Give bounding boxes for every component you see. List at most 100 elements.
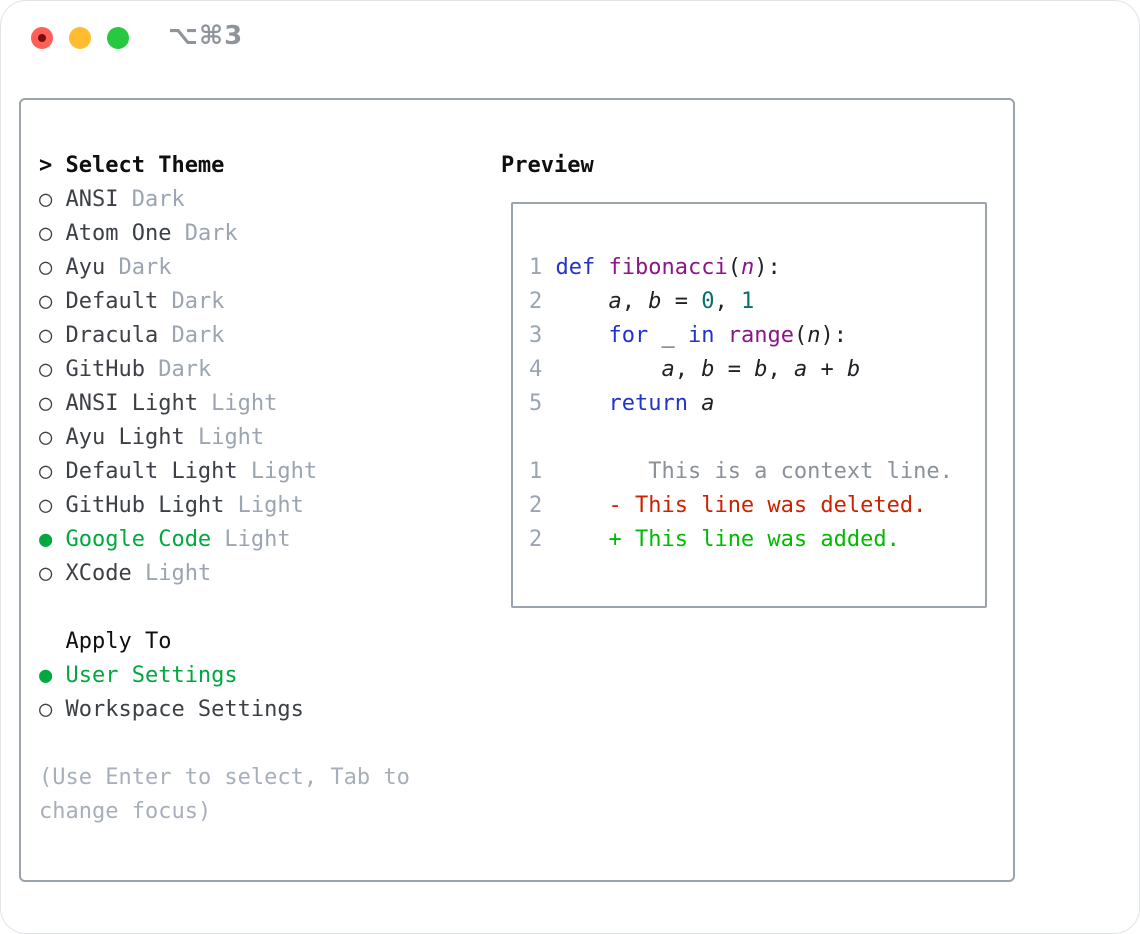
code-segment: = <box>661 289 702 314</box>
preview-title: Preview <box>501 153 594 178</box>
radio-icon: ○ <box>39 255 53 280</box>
radio-icon: ○ <box>39 697 53 722</box>
code-segment <box>542 357 661 382</box>
code-segment: range <box>727 323 794 348</box>
code-segment: return <box>608 391 688 416</box>
code-segment: n <box>807 323 821 348</box>
traffic-lights <box>31 27 129 49</box>
radio-icon: ○ <box>39 357 53 382</box>
radio-icon: ○ <box>39 493 53 518</box>
help-text-line-1: (Use Enter to select, Tab to <box>39 765 410 790</box>
theme-item-atom-one[interactable]: ○Atom One Dark <box>39 217 410 251</box>
radio-icon: ○ <box>39 221 53 246</box>
line-number: 2 <box>529 289 543 314</box>
code-segment: a <box>793 357 808 382</box>
spacer-row <box>39 727 410 761</box>
code-segment: in <box>687 323 715 348</box>
theme-variant: Light <box>224 493 304 518</box>
radio-icon: ○ <box>39 391 53 416</box>
code-segment: , <box>674 357 702 382</box>
code-segment: , <box>767 357 794 382</box>
code-segment <box>542 493 608 518</box>
minimize-button[interactable] <box>69 27 91 49</box>
theme-item-ayu[interactable]: ○Ayu Dark <box>39 251 410 285</box>
code-segment <box>714 323 727 348</box>
apply-option-label: User Settings <box>65 663 238 688</box>
line-number: 3 <box>529 323 543 348</box>
code-segment <box>542 527 608 552</box>
theme-name: Atom One <box>65 221 172 246</box>
theme-name: Default Light <box>65 459 238 484</box>
theme-variant: Dark <box>158 323 225 348</box>
code-segment: n <box>740 255 755 280</box>
cursor-icon: > <box>39 153 53 178</box>
theme-name: Google Code <box>65 527 212 552</box>
theme-item-default-light[interactable]: ○ Default Light Light <box>39 455 410 489</box>
theme-item-github-light[interactable]: ○ GitHub Light Light <box>39 489 410 523</box>
code-segment <box>675 323 688 348</box>
code-segment: for <box>608 323 649 348</box>
radio-icon: ● <box>39 663 53 688</box>
code-segment: ): <box>820 323 847 348</box>
code-segment: a <box>608 289 622 314</box>
theme-item-dracula[interactable]: ○Dracula Dark <box>39 319 410 353</box>
theme-item-xcode[interactable]: ○XCode Light <box>39 557 410 591</box>
preview-line-8: 2 - This line was deleted. <box>529 489 985 523</box>
theme-variant: Light <box>237 459 318 484</box>
code-segment: def <box>555 255 596 280</box>
line-number: 5 <box>529 391 543 416</box>
line-number: 4 <box>529 357 543 382</box>
code-segment <box>542 289 608 314</box>
theme-item-github[interactable]: ○GitHub Dark <box>39 353 410 387</box>
select-theme-header: >Select Theme <box>39 149 410 183</box>
apply-option-label: Workspace Settings <box>65 697 304 722</box>
theme-item-ansi[interactable]: ○ANSI Dark <box>39 183 410 217</box>
code-segment: , <box>621 289 649 314</box>
preview-line-7: 1 This is a context line. <box>529 455 985 489</box>
theme-name: XCode <box>65 561 132 586</box>
code-segment <box>542 255 555 280</box>
code-segment: + This line was added. <box>608 527 900 552</box>
close-button[interactable] <box>31 27 53 49</box>
code-segment: a <box>701 391 715 416</box>
zoom-button[interactable] <box>107 27 129 49</box>
code-segment: This is a context line. <box>648 459 953 484</box>
theme-item-ayu-light[interactable]: ○Ayu Light Light <box>39 421 410 455</box>
line-number: 1 <box>529 459 543 484</box>
theme-variant: Light <box>211 527 291 552</box>
theme-variant: Dark <box>158 289 225 314</box>
code-segment <box>688 391 701 416</box>
radio-icon: ● <box>39 527 53 552</box>
code-segment <box>542 459 648 484</box>
theme-item-ansi-light[interactable]: ○ANSI Light Light <box>39 387 410 421</box>
preview-line-1: 1 def fibonacci(n): <box>529 251 985 285</box>
radio-icon: ○ <box>39 289 53 314</box>
theme-item-default[interactable]: ○Default Dark <box>39 285 410 319</box>
code-segment <box>542 391 608 416</box>
theme-variant: Dark <box>144 357 212 382</box>
apply-to-title: Apply To <box>65 629 172 654</box>
theme-variant: Light <box>197 391 278 416</box>
preview-line-9: 2 + This line was added. <box>529 523 985 557</box>
code-segment: _ <box>661 323 675 348</box>
spacer-row <box>39 591 410 625</box>
theme-variant: Light <box>184 425 265 450</box>
apply-option-user-settings[interactable]: ● User Settings <box>39 659 410 693</box>
radio-icon: ○ <box>39 459 53 484</box>
apply-option-workspace-settings[interactable]: ○ Workspace Settings <box>39 693 410 727</box>
theme-variant: Dark <box>118 187 185 212</box>
preview-line-3: 3 for _ in range(n): <box>529 319 985 353</box>
theme-name: Dracula <box>65 323 159 348</box>
code-segment: , <box>714 289 741 314</box>
theme-picker-panel: >Select Theme○ANSI Dark○Atom One Dark○Ay… <box>19 98 1015 882</box>
help-text-line-2: change focus) <box>39 799 212 824</box>
code-segment <box>595 255 608 280</box>
theme-name: ANSI <box>65 187 119 212</box>
theme-name: GitHub Light <box>65 493 225 518</box>
line-number: 2 <box>529 493 543 518</box>
theme-item-google-code[interactable]: ● Google Code Light <box>39 523 410 557</box>
code-segment: ): <box>754 255 781 280</box>
